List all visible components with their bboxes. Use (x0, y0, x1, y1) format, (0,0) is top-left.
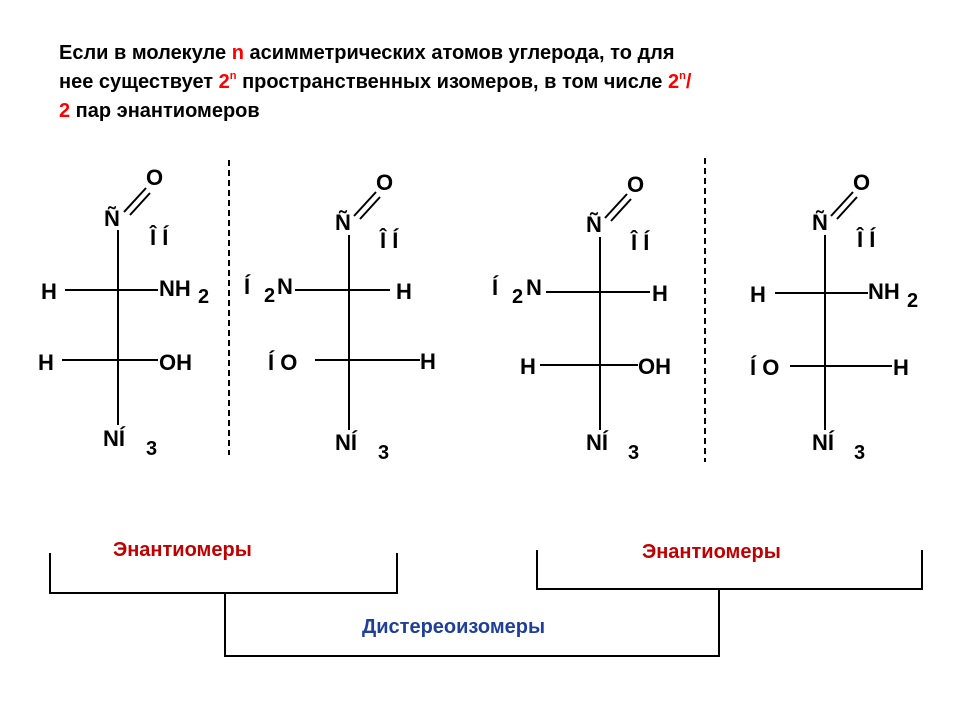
atom-h: Î Í (379, 228, 399, 253)
atom-row1-right: H (396, 279, 412, 304)
atom-bottom-sub: 3 (146, 438, 157, 460)
atom-row2-left: H (520, 354, 536, 379)
molecule-4: O Ñ Î Í H NH 2 Í O H NÍ 3 (750, 170, 918, 464)
atom-row1-left-n: N (526, 275, 542, 300)
atom-row1-left: H (41, 279, 57, 304)
atom-row1-right-sub: 2 (198, 286, 209, 308)
atom-bottom: NÍ (335, 430, 358, 455)
atom-c: Ñ (586, 212, 602, 237)
molecule-3: O Ñ Î Í Í 2 N H H OH NÍ 3 (492, 172, 671, 464)
atom-row1-left-sub: 2 (264, 285, 275, 307)
atom-row1-right: NH (159, 276, 191, 301)
label-diastereomers: Дистереоизомеры (362, 616, 545, 638)
atom-row2-right: H (420, 349, 436, 374)
atom-row2-right: OH (159, 350, 192, 375)
atom-bottom: NÍ (812, 430, 835, 455)
atom-h: Î Í (630, 230, 650, 255)
atom-row1-left: Í (492, 275, 499, 300)
atom-o: O (627, 172, 644, 197)
atom-row1-right-sub: 2 (907, 290, 918, 312)
atom-row1-right: H (652, 281, 668, 306)
bracket-enantiomers-right (536, 550, 923, 590)
label-enantiomers-right: Энантиомеры (642, 541, 781, 563)
atom-h: Î Í (149, 225, 169, 250)
bracket-enantiomers-left (49, 553, 398, 594)
atom-bottom-sub: 3 (628, 442, 639, 464)
bracket-diastereomers (224, 589, 720, 657)
molecule-2: O Ñ Î Í Í 2 N H Í O H NÍ 3 (244, 170, 436, 464)
title-text: Если в молекуле n асимметрических атомов… (59, 42, 692, 122)
molecule-1: O Ñ Î Í H NH 2 H OH NÍ 3 (38, 165, 209, 460)
atom-bottom-sub: 3 (378, 442, 389, 464)
label-enantiomers-left: Энантиомеры (113, 539, 252, 561)
atom-bottom: NÍ (103, 426, 126, 451)
atom-bottom: NÍ (586, 430, 609, 455)
atom-row1-left-n: N (277, 274, 293, 299)
atom-c: Ñ (812, 210, 828, 235)
atom-row1-left: H (750, 282, 766, 307)
atom-row2-right: H (893, 355, 909, 380)
atom-c: Ñ (335, 210, 351, 235)
atom-row1-right: NH (868, 279, 900, 304)
atom-o: O (146, 165, 163, 190)
atom-row2-left: H (38, 350, 54, 375)
atom-o: O (376, 170, 393, 195)
atom-row1-left: Í (244, 274, 251, 299)
atom-c: Ñ (104, 206, 120, 231)
atom-bottom-sub: 3 (854, 442, 865, 464)
atom-row2-right: OH (638, 354, 671, 379)
atom-o: O (853, 170, 870, 195)
atom-row1-left-sub: 2 (512, 286, 523, 308)
atom-row2-left: Í O (268, 350, 297, 375)
atom-h: Î Í (856, 227, 876, 252)
atom-row2-left: Í O (750, 355, 779, 380)
